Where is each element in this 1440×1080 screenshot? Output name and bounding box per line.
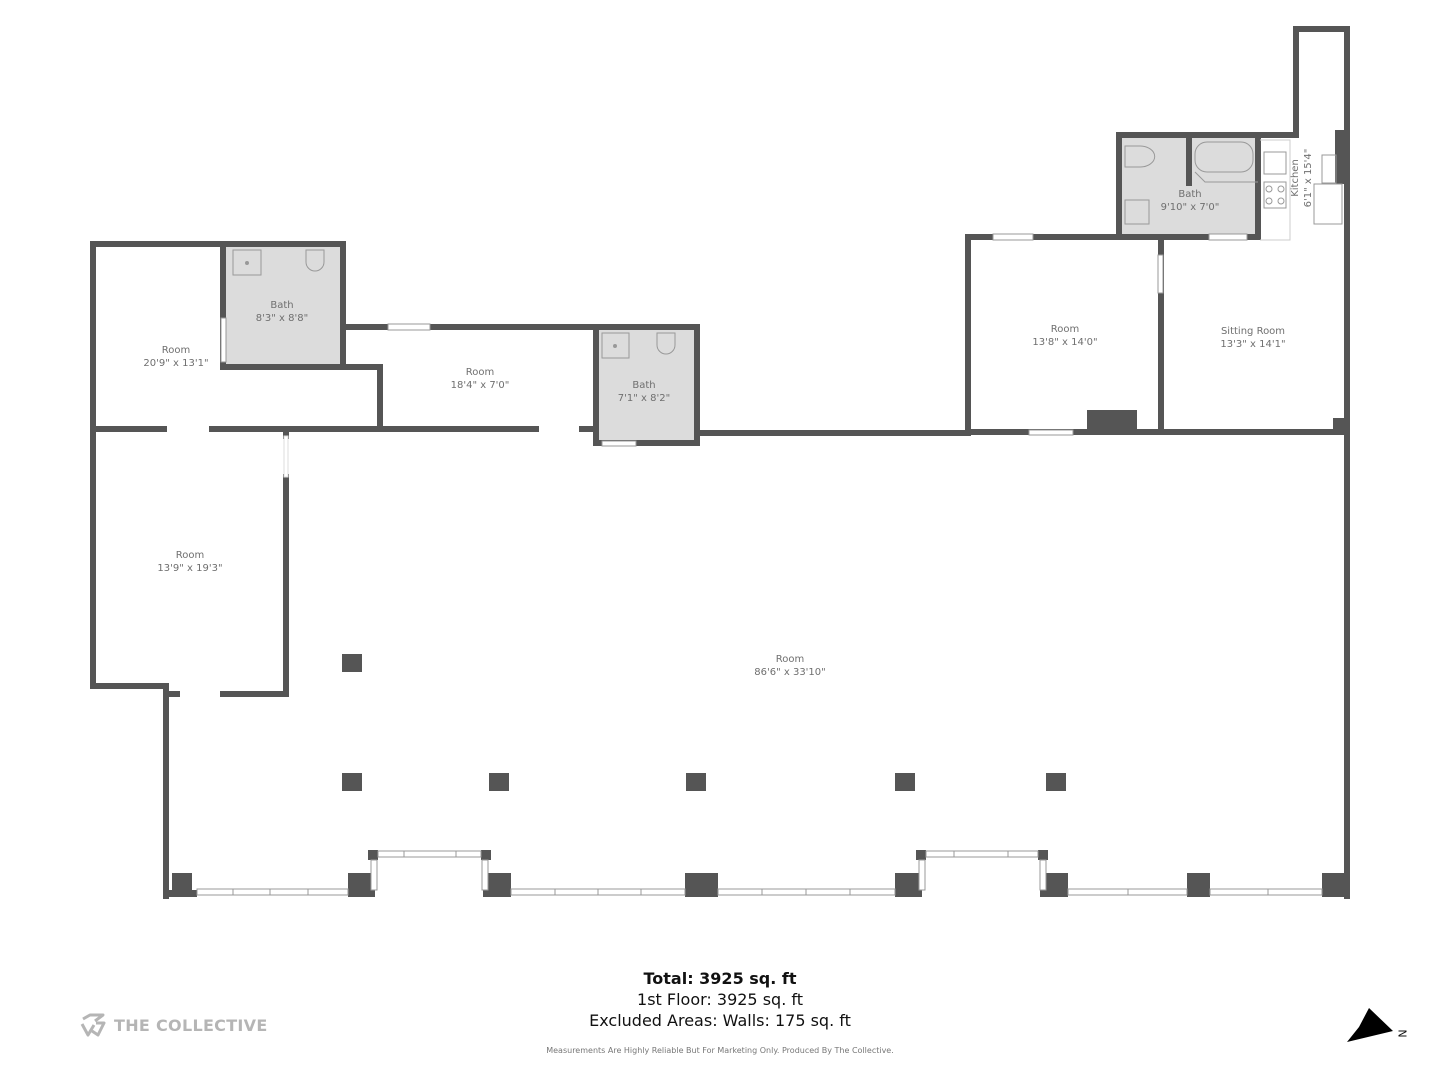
room-dimensions: 20'9" x 13'1" [143, 358, 209, 369]
bath-fills [225, 138, 1258, 442]
room-name: Sitting Room [1220, 326, 1286, 337]
bath-label: Bath 9'10" x 7'0" [1161, 188, 1220, 214]
compass: N [1345, 1005, 1415, 1045]
room-name: Room [1050, 324, 1080, 335]
walls [90, 26, 1350, 899]
brand-name: THE COLLECTIVE [114, 1015, 268, 1035]
compass-north-label: N [1396, 1029, 1410, 1038]
first-floor-area: 1st Floor: 3925 sq. ft [637, 990, 803, 1009]
room-name: Bath [632, 380, 656, 391]
disclaimer: Measurements Are Highly Reliable But For… [546, 1046, 894, 1055]
room-name: Kitchen [1290, 159, 1301, 197]
room-dimensions: 13'9" x 19'3" [157, 563, 223, 574]
room-name: Room [465, 367, 495, 378]
room-name: Bath [270, 300, 294, 311]
area-summary: Total: 3925 sq. ft 1st Floor: 3925 sq. f… [589, 968, 851, 1031]
room-dimensions: 13'8" x 14'0" [1032, 337, 1098, 348]
room-label: Room 13'9" x 19'3" [157, 549, 222, 575]
room-dimensions: 6'1" x 15'4" [1303, 148, 1314, 208]
bath-label: Bath 7'1" x 8'2" [618, 379, 670, 405]
room-dimensions: 9'10" x 7'0" [1160, 202, 1220, 213]
room-label: Sitting Room 13'3" x 14'1" [1220, 325, 1285, 351]
room-dimensions: 8'3" x 8'8" [255, 313, 309, 324]
room-name: Room [775, 654, 805, 665]
room-dimensions: 7'1" x 8'2" [617, 393, 671, 404]
room-name: Room [161, 345, 191, 356]
excluded-area: Excluded Areas: Walls: 175 sq. ft [589, 1011, 851, 1030]
room-dimensions: 13'3" x 14'1" [1220, 339, 1286, 350]
bath-label: Bath 8'3" x 8'8" [256, 299, 308, 325]
collective-logo-icon [80, 1013, 106, 1037]
room-name: Bath [1178, 189, 1202, 200]
room-label: Room 13'8" x 14'0" [1032, 323, 1097, 349]
room-label: Room 86'6" x 33'10" [754, 653, 826, 679]
kitchen-label: Kitchen 6'1" x 15'4" [1289, 149, 1315, 208]
room-dimensions: 86'6" x 33'10" [754, 667, 826, 678]
brand-logo: THE COLLECTIVE [80, 1013, 268, 1037]
room-dimensions: 18'4" x 7'0" [450, 380, 510, 391]
windows [196, 233, 1323, 896]
fixtures [232, 139, 1343, 359]
room-label: Room 20'9" x 13'1" [143, 344, 208, 370]
room-name: Room [175, 550, 205, 561]
room-label: Room 18'4" x 7'0" [451, 366, 510, 392]
north-arrow-icon [1347, 1008, 1393, 1042]
total-area: Total: 3925 sq. ft [643, 969, 797, 988]
